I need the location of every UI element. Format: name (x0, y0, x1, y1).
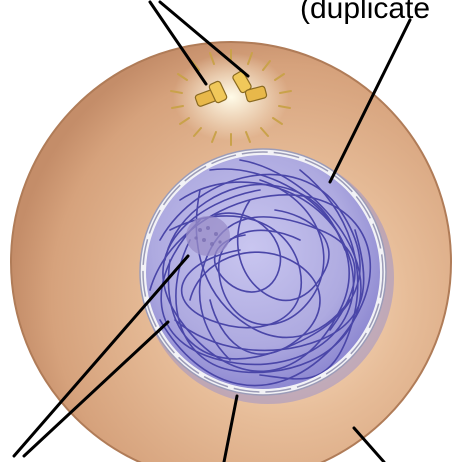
nucleolus (186, 216, 230, 256)
label-duplicated-chromosomes: (duplicate (300, 0, 430, 24)
